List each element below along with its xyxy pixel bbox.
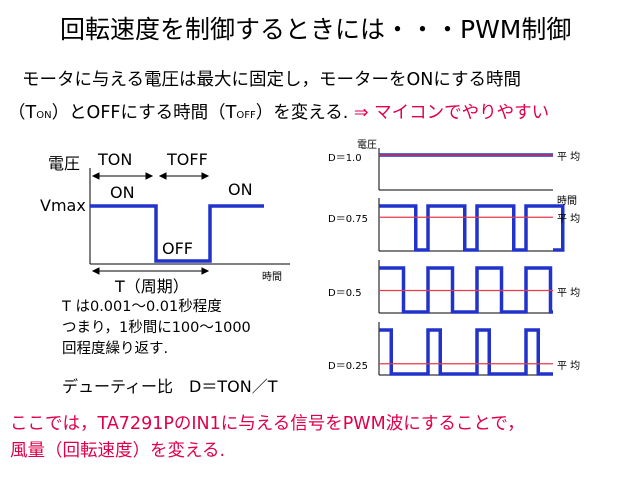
toff-label: TOFF: [167, 150, 208, 169]
off-label: OFF: [162, 239, 193, 258]
duty-plots: [378, 148, 565, 376]
slide-title: 回転速度を制御するときには・・・PWM制御: [60, 15, 572, 44]
time-label: 時間: [262, 272, 282, 283]
duty-label-1: D＝0.75: [328, 214, 368, 226]
pwm-wave-d-0.75: [379, 204, 565, 252]
note-line-3: 回程度繰り返す.: [62, 341, 169, 357]
footer-line-1: ここでは，TA7291PのIN1に与える信号をPWM波にすることで，: [10, 414, 525, 434]
duty-ratio: デューティー比 D＝TON／T: [62, 377, 278, 396]
duty-label-0: D＝1.0: [328, 153, 362, 164]
ton-label: TON: [98, 150, 133, 169]
footer-line-2: 風量（回転速度）を変える.: [10, 441, 226, 461]
note-line-1: T は0.001〜0.01秒程度: [62, 299, 222, 315]
pwm-wave: [90, 204, 264, 263]
period-label: T（周期）: [115, 277, 189, 296]
vmax-label: Vmax: [40, 196, 86, 215]
plot-time-label: 時間: [557, 196, 577, 207]
average-label-0: 平 均: [557, 152, 581, 163]
plot-voltage-label: 電圧: [357, 140, 377, 151]
average-label-3: 平 均: [557, 360, 581, 372]
intro-line-2: （TON）とOFFにする時間（TOFF）を変える. ⇒ マイコンでやりやすい: [8, 103, 550, 123]
voltage-label: 電圧: [48, 154, 81, 173]
pwm-wave-d-0.25: [379, 328, 553, 376]
duty-label-2: D＝0.5: [328, 287, 362, 299]
duty-label-3: D＝0.25: [328, 360, 368, 372]
intro-line-1: モータに与える電圧は最大に固定し，モーターをONにする時間: [22, 70, 522, 90]
on-label-2: ON: [228, 180, 253, 199]
on-label-1: ON: [110, 183, 135, 202]
average-label-2: 平 均: [557, 287, 581, 299]
note-line-2: つまり，1秒間に100〜1000: [62, 320, 251, 336]
intro-tip: ⇒ マイコンでやりやすい: [353, 103, 550, 123]
average-label-1: 平 均: [557, 214, 581, 226]
